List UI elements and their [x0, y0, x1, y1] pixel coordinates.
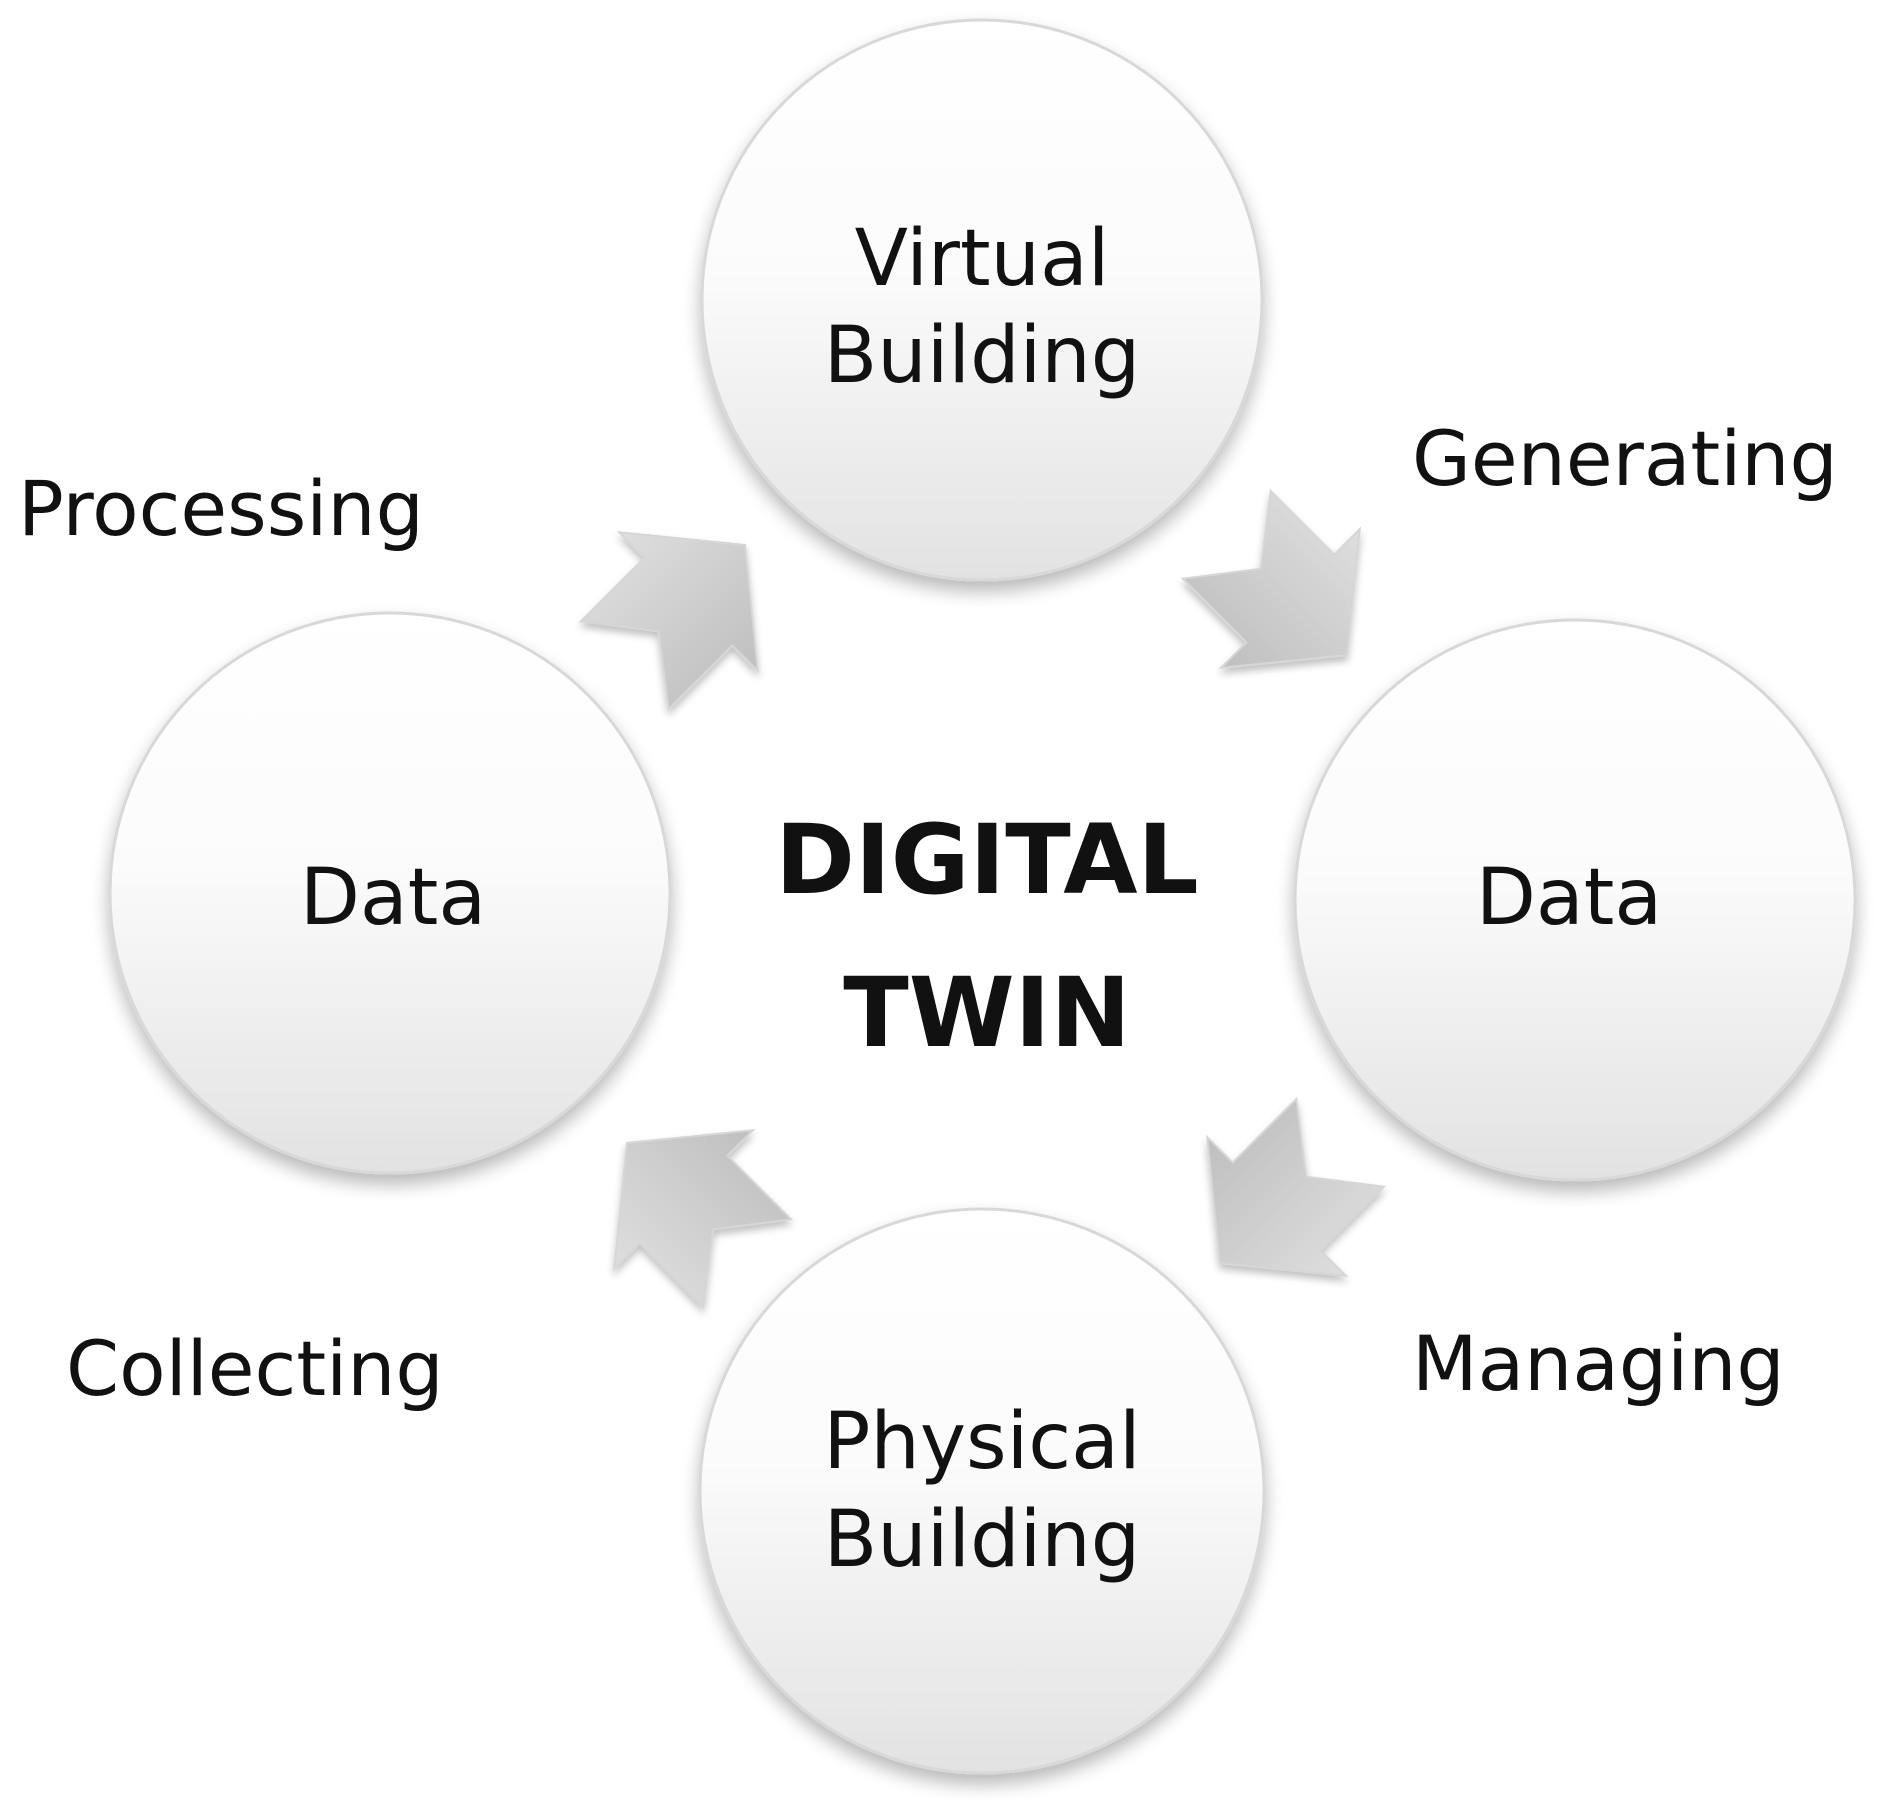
chevron-arrow-icon: [1156, 464, 1418, 726]
center-title-line1: DIGITAL: [775, 804, 1198, 916]
step-label-generating: Generating: [1412, 414, 1838, 503]
node-virtual-building: [700, 18, 1264, 582]
node-virtual-building-line2: Building: [824, 311, 1140, 401]
step-label-managing: Managing: [1412, 1319, 1785, 1408]
chevron-arrow-icon: [554, 474, 816, 736]
arrow-collecting: [556, 1072, 818, 1334]
center-title-line2: TWIN: [843, 957, 1130, 1069]
node-data-right: [1293, 618, 1857, 1182]
node-data-right-label: Data: [1476, 853, 1662, 943]
chevron-arrow-icon: [556, 1072, 818, 1334]
node-virtual-building-line1: Virtual: [855, 214, 1110, 304]
node-physical-building: [698, 1207, 1266, 1775]
node-data-left-label: Data: [300, 853, 486, 943]
chevron-arrow-icon: [1149, 1072, 1411, 1334]
node-physical-building-line1: Physical: [823, 1397, 1140, 1487]
node-data-left: [108, 611, 672, 1175]
step-label-collecting: Collecting: [66, 1324, 444, 1413]
arrow-managing: [1149, 1072, 1411, 1334]
arrow-generating: [1156, 464, 1418, 726]
node-physical-building-line2: Building: [824, 1495, 1140, 1585]
step-label-processing: Processing: [18, 464, 424, 553]
arrow-processing: [554, 474, 816, 736]
